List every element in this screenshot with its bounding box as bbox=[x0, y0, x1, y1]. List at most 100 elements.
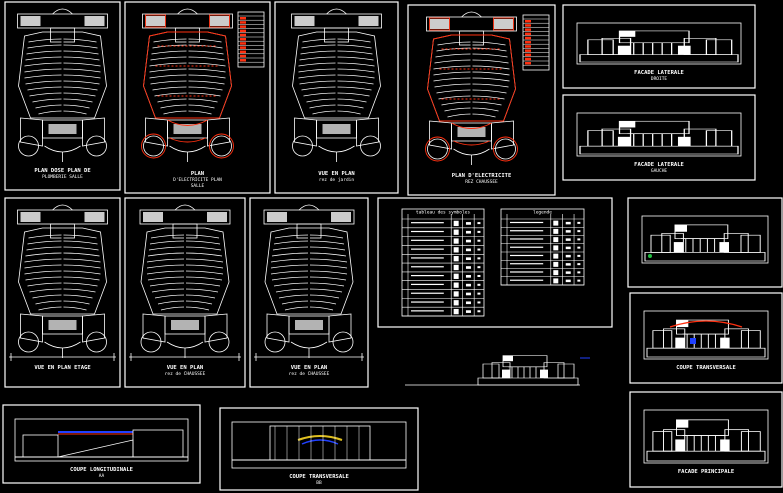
symbol-icon bbox=[565, 246, 571, 250]
sheet-frame bbox=[407, 4, 556, 196]
inner-frame bbox=[576, 22, 742, 65]
drawing-title: rez de jardin bbox=[319, 177, 355, 183]
drawing-title: PLOMBERIE SALLE bbox=[42, 174, 83, 180]
drawing-title: PLAN bbox=[191, 171, 204, 177]
drawing-title: VUE EN PLAN bbox=[291, 365, 327, 371]
symbol-icon bbox=[453, 238, 459, 244]
inner-frame bbox=[576, 112, 742, 157]
table-title: tableau des symboles bbox=[416, 210, 470, 216]
symbol-icon bbox=[553, 220, 559, 226]
symbol-icon bbox=[565, 271, 571, 274]
legend-table: legende bbox=[500, 208, 585, 286]
drawing-title: FACADE LATERALE bbox=[634, 70, 684, 76]
inner-frame bbox=[643, 409, 769, 464]
auditorium-floor-plan bbox=[290, 8, 383, 163]
symbol-icon bbox=[553, 278, 559, 284]
symbols-legend-sheet[interactable]: tableau des symboles legende bbox=[377, 197, 613, 328]
sheet-frame bbox=[4, 1, 121, 191]
tree-symbol bbox=[648, 254, 652, 258]
auditorium-floor-plan bbox=[16, 8, 109, 163]
sheet-frame bbox=[4, 197, 121, 388]
drawing-title: AA bbox=[99, 473, 105, 479]
auditorium-floor-plan bbox=[139, 204, 231, 359]
symbol-icon bbox=[565, 263, 571, 266]
symbol-icon bbox=[453, 229, 459, 235]
drawing-title: D'ELECTRICITE PLAN bbox=[173, 177, 222, 183]
sheet-frame bbox=[219, 407, 419, 491]
elevation-sheet-e3[interactable] bbox=[627, 197, 783, 288]
auditorium-floor-plan bbox=[263, 204, 355, 359]
symbol-icon bbox=[553, 237, 559, 243]
sheet-frame bbox=[629, 391, 783, 488]
symbol-icon bbox=[453, 308, 459, 315]
drawing-title: DROITE bbox=[651, 76, 668, 82]
symbol-icon bbox=[465, 310, 471, 313]
symbol-icon bbox=[553, 261, 559, 267]
drawing-title: PLAN D'ELECTRICITE bbox=[452, 173, 512, 179]
building-elevation bbox=[646, 319, 766, 358]
building-elevation bbox=[579, 120, 739, 155]
dimension-line bbox=[9, 353, 116, 361]
sheet-frame bbox=[2, 404, 201, 484]
sheet-frame bbox=[629, 292, 783, 384]
sheet-frame bbox=[562, 94, 756, 181]
electrical-legend bbox=[237, 11, 265, 68]
drawing-title: rez de CHAUSSEE bbox=[165, 371, 206, 377]
blue-marker bbox=[690, 338, 696, 344]
sheet-frame bbox=[124, 197, 246, 388]
symbol-icon bbox=[553, 245, 559, 251]
drawing-title: FACADE PRINCIPALE bbox=[678, 469, 734, 475]
sheet-frame bbox=[377, 197, 613, 328]
drawing-title: COUPE TRANSVERSALE bbox=[676, 365, 736, 371]
symbol-icon bbox=[465, 292, 471, 296]
drawing-title: VUE EN PLAN ETAGE bbox=[34, 365, 90, 371]
drawing-title: COUPE TRANSVERSALE bbox=[289, 474, 349, 480]
symbol-icon bbox=[465, 274, 471, 278]
symbol-icon bbox=[453, 282, 459, 288]
symbol-icon bbox=[465, 248, 471, 252]
inner-frame bbox=[231, 421, 407, 469]
symbol-icon bbox=[465, 257, 471, 261]
sheet-frame bbox=[562, 4, 756, 89]
dimension-line bbox=[254, 353, 364, 361]
sheet-frame bbox=[627, 197, 783, 288]
drawing-title: SALLE bbox=[191, 183, 205, 189]
elevation-sheet-e5[interactable]: FACADE PRINCIPALE bbox=[629, 391, 783, 488]
symbol-icon bbox=[453, 300, 459, 306]
legend-table: tableau des symboles bbox=[401, 208, 485, 317]
symbol-icon bbox=[565, 230, 571, 233]
symbol-icon bbox=[553, 253, 559, 259]
elevation-sheet-e4[interactable]: COUPE TRANSVERSALE bbox=[629, 292, 783, 384]
drawing-title: FACADE LATERALE bbox=[634, 162, 684, 168]
table-title: legende bbox=[533, 210, 552, 216]
drawing-title: REZ CHAUSSEE bbox=[465, 179, 498, 185]
drawing-title: BB bbox=[316, 480, 322, 486]
drawing-title: GAUCHE bbox=[651, 168, 668, 174]
symbol-icon bbox=[453, 264, 459, 271]
symbol-icon bbox=[465, 239, 471, 243]
symbol-icon bbox=[565, 238, 571, 241]
building-elevation bbox=[646, 419, 766, 462]
symbol-icon bbox=[465, 230, 471, 234]
building-section bbox=[15, 429, 188, 458]
symbol-icon bbox=[453, 220, 459, 227]
drawing-title: VUE EN PLAN bbox=[167, 365, 203, 371]
symbol-icon bbox=[465, 222, 471, 225]
inner-frame bbox=[641, 215, 769, 264]
plan-sheet-p5[interactable]: VUE EN PLAN ETAGE bbox=[4, 197, 121, 388]
symbol-icon bbox=[465, 301, 471, 305]
building-elevation bbox=[644, 224, 766, 262]
symbol-icon bbox=[565, 221, 571, 225]
symbol-icon bbox=[553, 228, 559, 234]
